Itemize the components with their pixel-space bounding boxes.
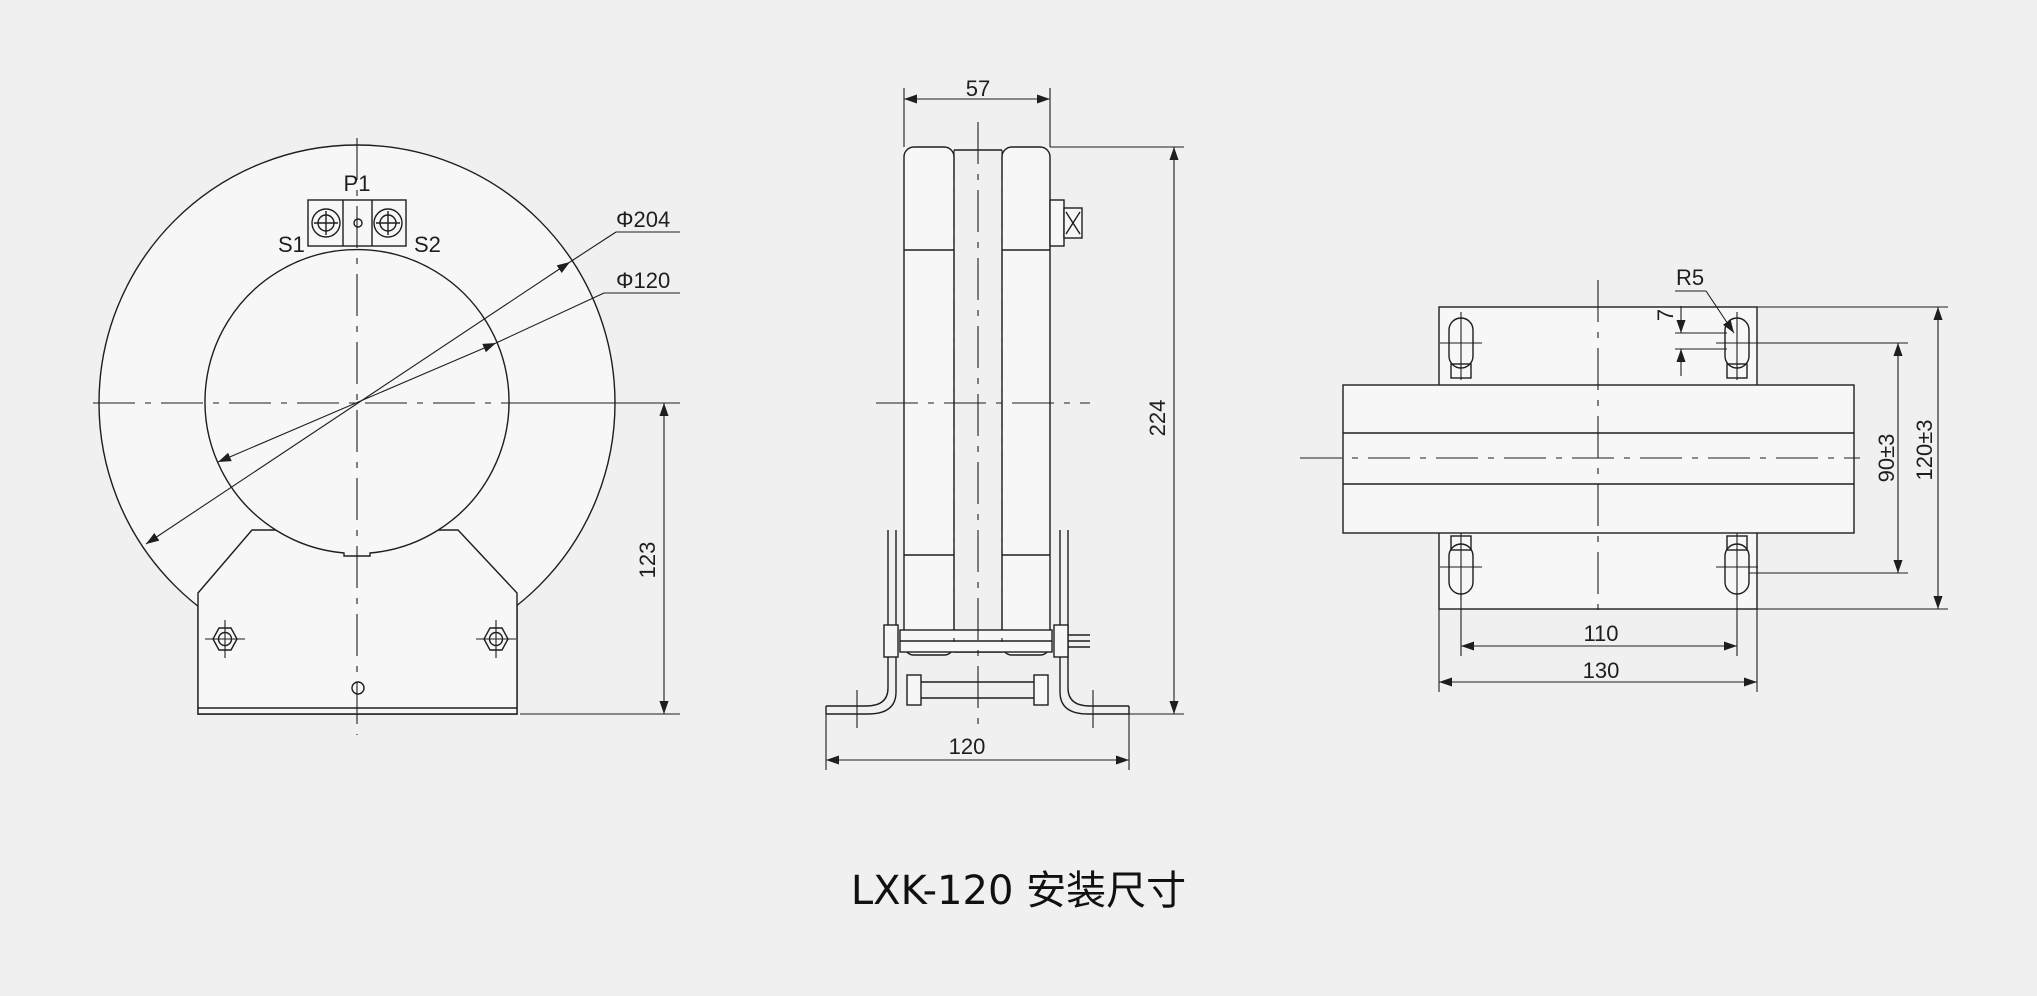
drawing-caption: LXK-120 安装尺寸 <box>850 868 1187 914</box>
label-inner-diameter: Φ120 <box>616 268 670 293</box>
base-bolt-right <box>1033 674 1049 706</box>
side-terminal <box>1049 199 1083 247</box>
slot-bottom-left <box>1440 530 1482 600</box>
label-center-height: 123 <box>635 542 660 579</box>
label-slot-radius: R5 <box>1676 265 1704 290</box>
side-view: 57 224 120 <box>825 76 1184 770</box>
label-width: 57 <box>966 76 990 101</box>
bolt-left <box>205 620 245 658</box>
label-base-length: 130 <box>1583 658 1620 683</box>
through-bolt <box>883 624 1090 658</box>
label-outer-span: 120±3 <box>1912 419 1937 480</box>
label-outer-diameter: Φ204 <box>616 207 670 232</box>
core-half-left <box>903 146 955 656</box>
bolt-right <box>476 620 516 658</box>
label-base-width: 120 <box>949 734 986 759</box>
label-inner-span: 90±3 <box>1874 434 1899 483</box>
base-bracket-right <box>1059 530 1129 715</box>
bottom-view: R5 7 90±3 120±3 110 130 <box>1300 265 1948 692</box>
label-p1: P1 <box>344 171 371 196</box>
label-height: 224 <box>1145 400 1170 437</box>
label-s1: S1 <box>278 232 305 257</box>
front-view: P1 S1 S2 Φ204 Φ120 123 <box>93 138 680 735</box>
slot-top-left <box>1440 312 1482 380</box>
ground-hole <box>351 681 365 695</box>
label-s2: S2 <box>414 232 441 257</box>
base-bolt-left <box>906 674 922 706</box>
label-slot-length: 7 <box>1653 309 1678 321</box>
base-bracket-left <box>826 530 897 715</box>
core-half-right <box>1001 146 1051 656</box>
label-hole-pitch: 110 <box>1583 621 1618 646</box>
